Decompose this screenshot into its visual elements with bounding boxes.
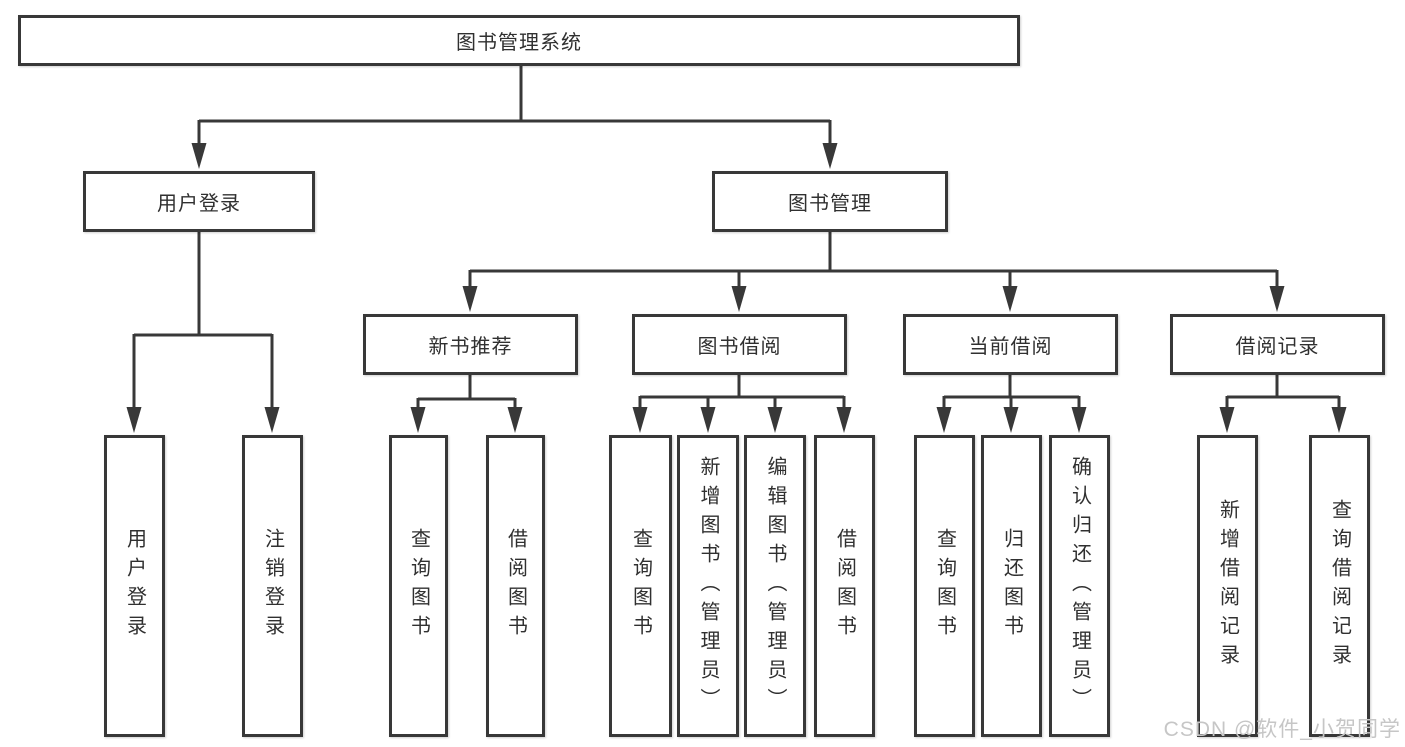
arrowheads bbox=[126, 143, 1347, 433]
node-borrow-records: 借阅记录 bbox=[1170, 314, 1385, 375]
node-leaf-query-borrow-record: 查询借阅记录 bbox=[1309, 435, 1370, 737]
node-leaf-edit-books-admin: 编辑图书（管理员） bbox=[744, 435, 806, 737]
node-leaf-borrow-books-recommend: 借阅图书 bbox=[486, 435, 545, 737]
csdn-watermark: CSDN @软件_小贺同学 bbox=[1163, 718, 1401, 741]
node-leaf-query-books-borrow: 查询图书 bbox=[609, 435, 672, 737]
node-leaf-confirm-return-admin: 确认归还（管理员） bbox=[1049, 435, 1110, 737]
node-book-borrow: 图书借阅 bbox=[632, 314, 847, 375]
node-new-book-recommend: 新书推荐 bbox=[363, 314, 578, 375]
node-leaf-borrow-books: 借阅图书 bbox=[814, 435, 875, 737]
node-leaf-query-books-recommend: 查询图书 bbox=[389, 435, 448, 737]
node-leaf-return-books: 归还图书 bbox=[981, 435, 1042, 737]
node-current-borrow: 当前借阅 bbox=[903, 314, 1118, 375]
node-leaf-query-books-current: 查询图书 bbox=[914, 435, 975, 737]
node-user-login: 用户登录 bbox=[83, 171, 315, 232]
node-book-management: 图书管理 bbox=[712, 171, 948, 232]
node-root: 图书管理系统 bbox=[18, 15, 1020, 66]
node-leaf-user-login: 用户登录 bbox=[104, 435, 165, 737]
node-leaf-add-books-admin: 新增图书（管理员） bbox=[677, 435, 739, 737]
node-leaf-add-borrow-record: 新增借阅记录 bbox=[1197, 435, 1258, 737]
node-leaf-logout: 注销登录 bbox=[242, 435, 303, 737]
